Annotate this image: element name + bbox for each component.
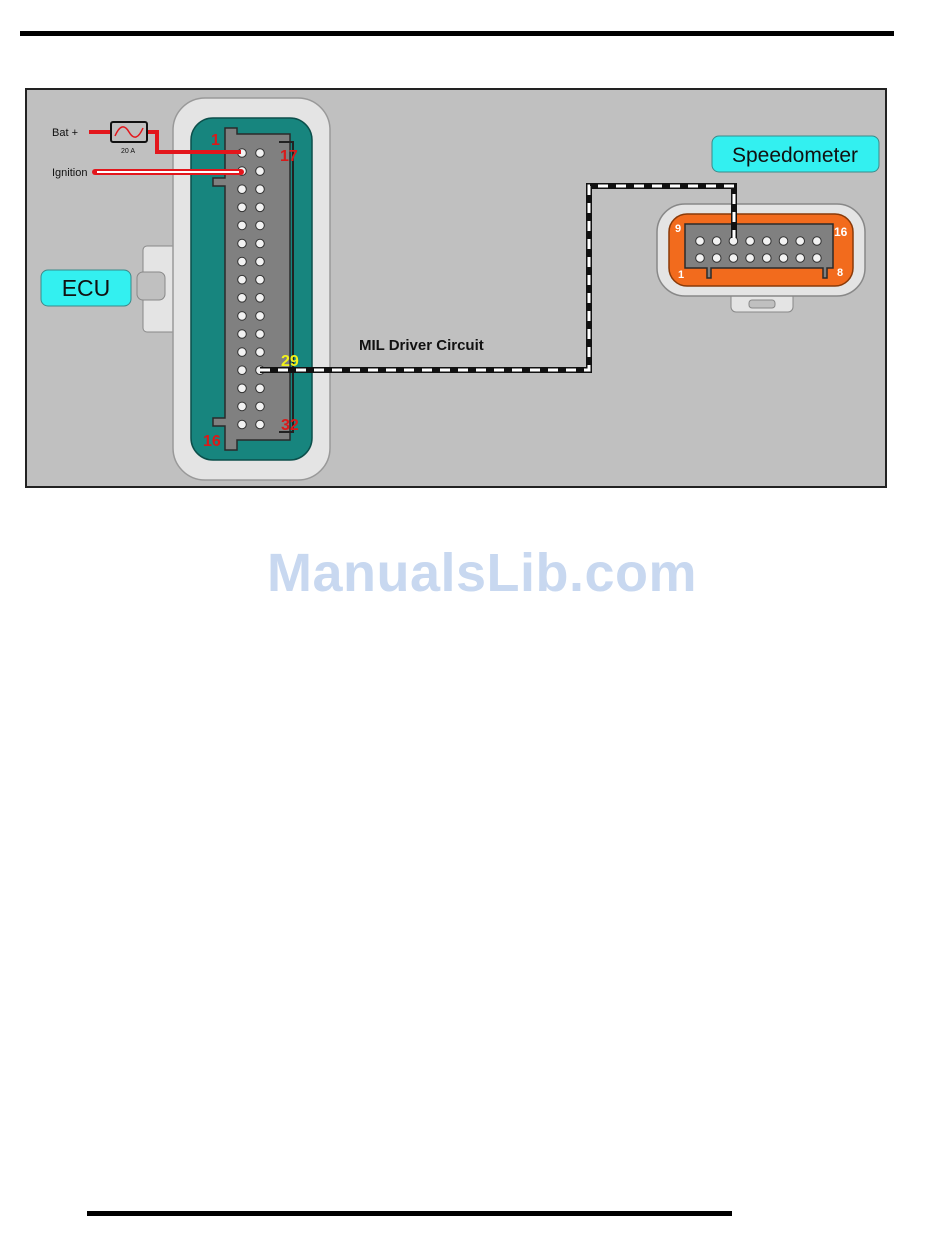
ecu-pin <box>256 420 265 429</box>
ecu-pin <box>256 275 265 284</box>
speedometer-connector <box>657 204 865 312</box>
speedometer-pin <box>746 237 755 246</box>
ecu-pin <box>238 257 247 266</box>
speedo-pin-1-label: 1 <box>678 269 684 281</box>
ecu-pin <box>238 312 247 321</box>
circuit-label: MIL Driver Circuit <box>359 337 484 354</box>
speedometer-pin <box>729 254 738 263</box>
speedometer-pin <box>779 254 788 263</box>
ecu-pin <box>238 348 247 357</box>
footer-rule <box>87 1211 732 1216</box>
ecu-pin <box>256 239 265 248</box>
ecu-pin <box>256 402 265 411</box>
bat-label: Bat + <box>52 127 78 139</box>
speedometer-pin <box>796 237 805 246</box>
speedometer-pin <box>696 237 705 246</box>
ignition-label: Ignition <box>52 167 87 179</box>
speedo-pin-8-label: 8 <box>837 267 843 279</box>
speedometer-pin <box>813 254 822 263</box>
ecu-pin-29-label: 29 <box>281 353 299 370</box>
speedometer-pin <box>763 254 772 263</box>
ecu-label: ECU <box>62 275 111 301</box>
ecu-pin <box>256 312 265 321</box>
wiring-diagram-svg: Bat + 20 A Ignition ECU Speedometer MIL … <box>27 90 889 490</box>
ecu-pin <box>238 402 247 411</box>
ecu-pin <box>256 294 265 303</box>
speedometer-label: Speedometer <box>732 144 858 167</box>
speedometer-pin <box>813 237 822 246</box>
speedo-pin-9-label: 9 <box>675 223 681 235</box>
ecu-pin <box>238 185 247 194</box>
ecu-connector <box>173 98 330 480</box>
speedometer-pin <box>712 237 721 246</box>
speedometer-pin <box>712 254 721 263</box>
ecu-pin-1-label: 1 <box>211 132 220 149</box>
ecu-pin <box>238 203 247 212</box>
ecu-pin-16-label: 16 <box>203 433 221 450</box>
ecu-pin <box>256 149 265 158</box>
ecu-label-box: ECU <box>41 270 131 306</box>
ecu-pin-17-label: 17 <box>280 148 298 165</box>
ecu-pin <box>256 167 265 176</box>
ecu-pin <box>238 221 247 230</box>
ecu-pin <box>256 221 265 230</box>
ecu-pin <box>256 384 265 393</box>
speedometer-pin <box>696 254 705 263</box>
ecu-pin <box>238 384 247 393</box>
ecu-pin <box>238 239 247 248</box>
speedometer-label-box: Speedometer <box>712 136 879 172</box>
ecu-pin <box>256 257 265 266</box>
speedometer-pin <box>763 237 772 246</box>
ecu-pin-32-label: 32 <box>281 417 299 434</box>
ecu-pin <box>238 330 247 339</box>
ecu-pin-block <box>213 128 290 450</box>
watermark: ManualsLib.com <box>0 542 950 604</box>
ecu-pin <box>256 348 265 357</box>
ecu-pin <box>256 330 265 339</box>
ecu-pin <box>256 203 265 212</box>
fuse-rating: 20 A <box>121 148 135 155</box>
ecu-pin <box>256 185 265 194</box>
speedo-pin-16-label: 16 <box>834 225 848 239</box>
ecu-pin <box>238 275 247 284</box>
wiring-diagram: Bat + 20 A Ignition ECU Speedometer MIL … <box>25 88 887 488</box>
ecu-pin <box>238 420 247 429</box>
speedometer-pin <box>779 237 788 246</box>
ecu-pin <box>238 294 247 303</box>
header-rule <box>20 31 894 36</box>
ecu-pin <box>238 366 247 375</box>
speedometer-pin <box>746 254 755 263</box>
speedometer-pin <box>796 254 805 263</box>
